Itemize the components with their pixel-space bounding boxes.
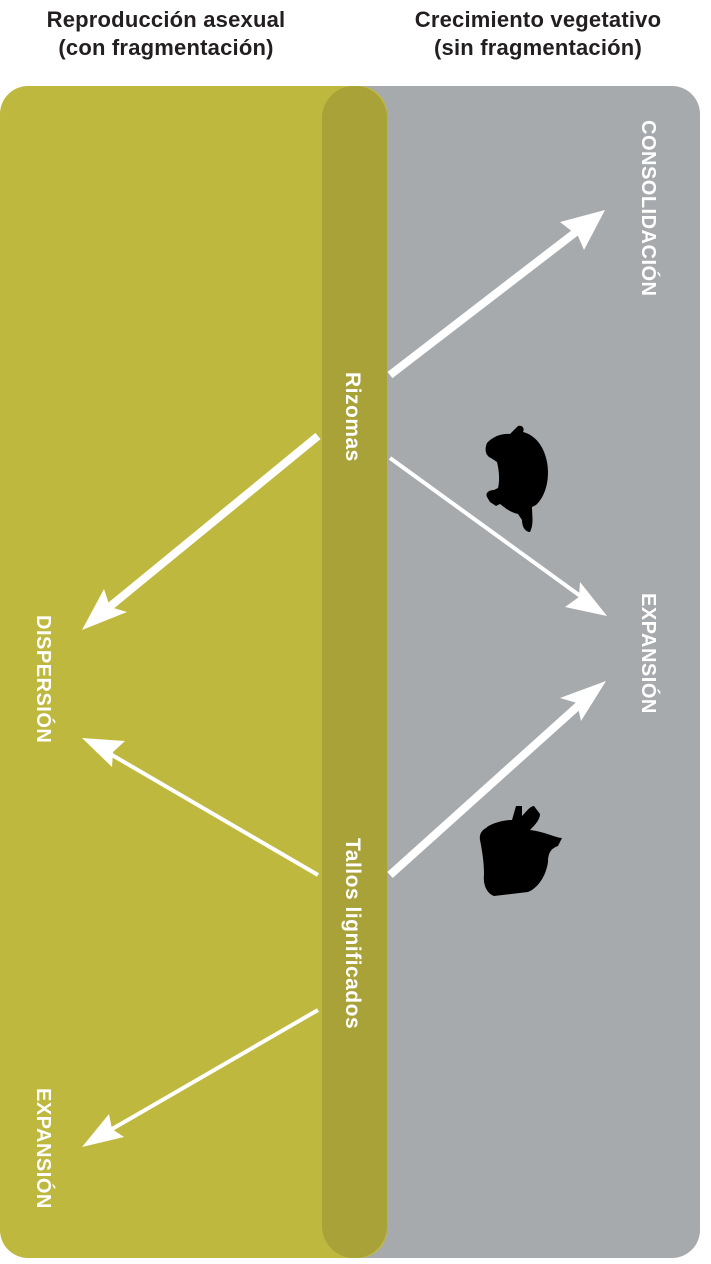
origin-label-rizomas: Rizomas xyxy=(341,372,364,462)
pig-icon xyxy=(485,425,548,532)
arrow-rizomas-expansion xyxy=(388,456,607,616)
arrow-rizomas-consolidacion xyxy=(387,210,605,379)
header-asexual-reproduction: Reproducción asexual (con fragmentación) xyxy=(16,6,316,62)
arrow-tallos-expansion xyxy=(387,681,606,878)
header-left-line2: (con fragmentación) xyxy=(58,35,274,60)
origin-band xyxy=(322,86,387,1258)
header-left-line1: Reproducción asexual xyxy=(46,7,286,32)
outcome-label-expansion-left: EXPANSIÓN xyxy=(32,1088,54,1209)
outcome-label-expansion-right: EXPANSIÓN xyxy=(637,593,659,714)
header-right-line1: Crecimiento vegetativo xyxy=(414,7,662,32)
header-vegetative-growth: Crecimiento vegetativo (sin fragmentació… xyxy=(388,6,688,62)
header-right-line2: (sin fragmentación) xyxy=(434,35,642,60)
arrow-tallos-expansion-left xyxy=(82,1008,320,1147)
arrow-tallos-dispersion xyxy=(82,738,320,877)
arrow-rizomas-dispersion xyxy=(82,432,321,630)
rabbit-icon xyxy=(479,806,562,896)
outcome-label-dispersion: DISPERSIÓN xyxy=(32,615,54,744)
origin-label-tallos: Tallos lignificados xyxy=(341,838,364,1030)
outcome-label-consolidacion: CONSOLIDACIÓN xyxy=(637,120,659,297)
